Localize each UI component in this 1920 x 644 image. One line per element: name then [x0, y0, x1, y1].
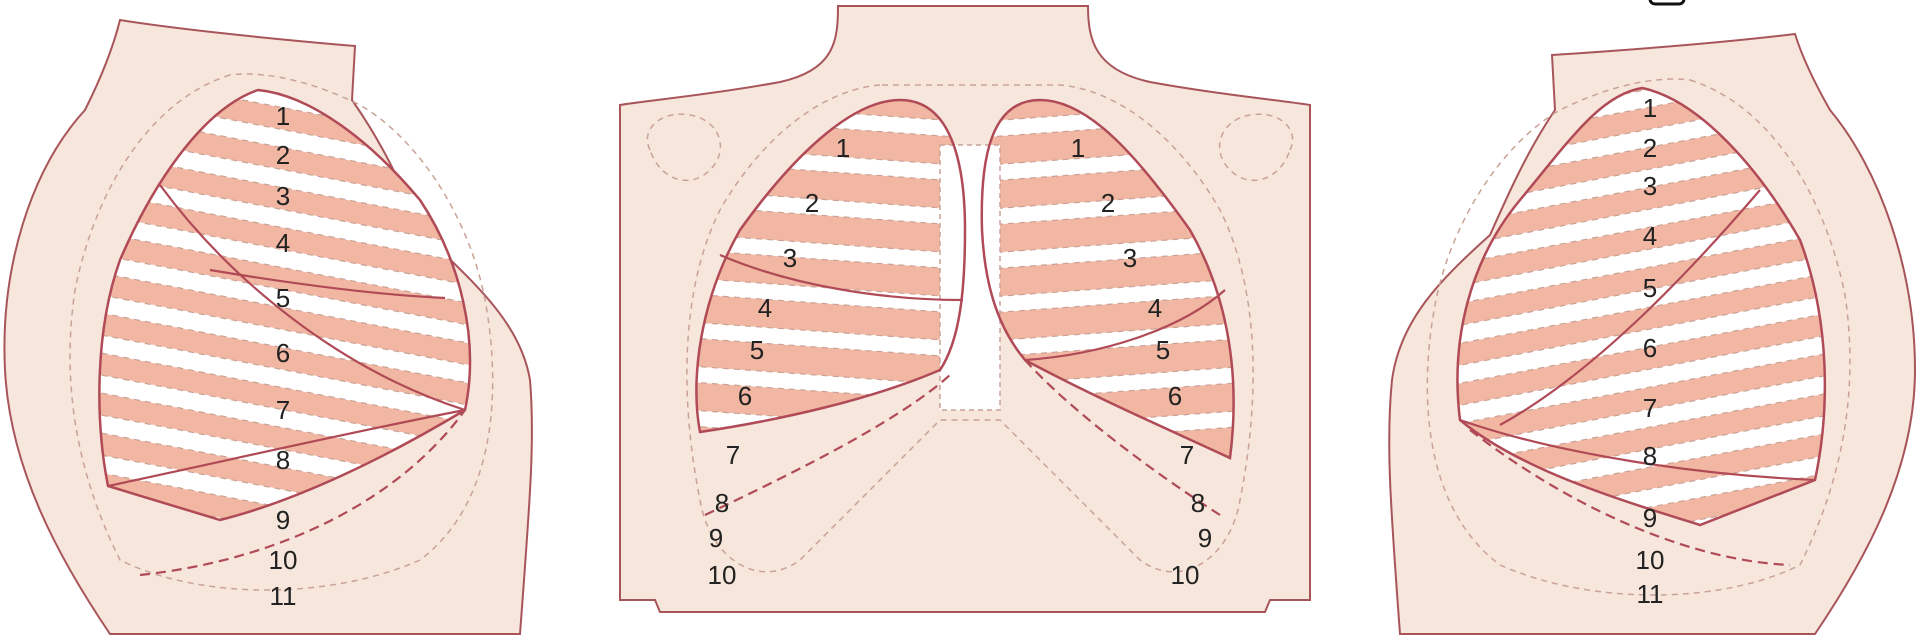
rib-label: 5: [276, 283, 290, 313]
rib-label: 7: [1643, 393, 1657, 423]
rib-label: 6: [1643, 333, 1657, 363]
rib-label: 10: [1171, 560, 1200, 590]
rib-label: 5: [1156, 335, 1170, 365]
rib-label: 1: [836, 133, 850, 163]
rib-label: 2: [805, 188, 819, 218]
rib-label: 9: [1198, 523, 1212, 553]
rib-label: 4: [276, 228, 290, 258]
posterior-view: 1 2 3 4 5 6 7 8 9 10 1 2 3 4 5 6 7 8 9 1…: [620, 6, 1310, 612]
rib-label: 9: [1643, 503, 1657, 533]
rib-label: 3: [1123, 243, 1137, 273]
rib-label: 4: [758, 293, 772, 323]
rib-label: 6: [1168, 381, 1182, 411]
rib-label: 4: [1643, 221, 1657, 251]
rib-label: 8: [1191, 488, 1205, 518]
rib-label: 2: [1643, 133, 1657, 163]
rib-label: 10: [1636, 545, 1665, 575]
rib-label: 10: [708, 560, 737, 590]
rib-label: 7: [276, 395, 290, 425]
rib-label: 11: [270, 581, 297, 611]
rib-label: 3: [1643, 171, 1657, 201]
rib-label: 1: [1071, 133, 1085, 163]
rib-label: 7: [1180, 440, 1194, 470]
rib-label: 9: [276, 505, 290, 535]
rib-label: 6: [738, 381, 752, 411]
rib-label: 1: [1643, 93, 1657, 123]
rib-label: 3: [783, 243, 797, 273]
rib-label: 9: [709, 523, 723, 553]
left-lateral-view: 1 2 3 4 5 6 7 8 9 10 11: [1389, 34, 1915, 634]
rib-label: 8: [715, 488, 729, 518]
rib-label: 2: [1101, 188, 1115, 218]
rib-label: 5: [750, 335, 764, 365]
rib-label: 5: [1643, 273, 1657, 303]
rib-label: 7: [726, 440, 740, 470]
rounded-square-icon: [1650, 0, 1684, 4]
spine-column: [940, 145, 1000, 410]
rib-label: 2: [276, 140, 290, 170]
rib-label: 3: [276, 181, 290, 211]
right-lateral-view: 1 2 3 4 5 6 7 8 9 10 11: [4, 20, 532, 634]
rib-label: 6: [276, 338, 290, 368]
rib-label: 4: [1148, 293, 1162, 323]
rib-label: 1: [276, 101, 290, 131]
rib-label: 8: [276, 445, 290, 475]
rib-label: 8: [1643, 441, 1657, 471]
rib-label: 11: [1637, 579, 1664, 609]
rib-label: 10: [269, 545, 298, 575]
